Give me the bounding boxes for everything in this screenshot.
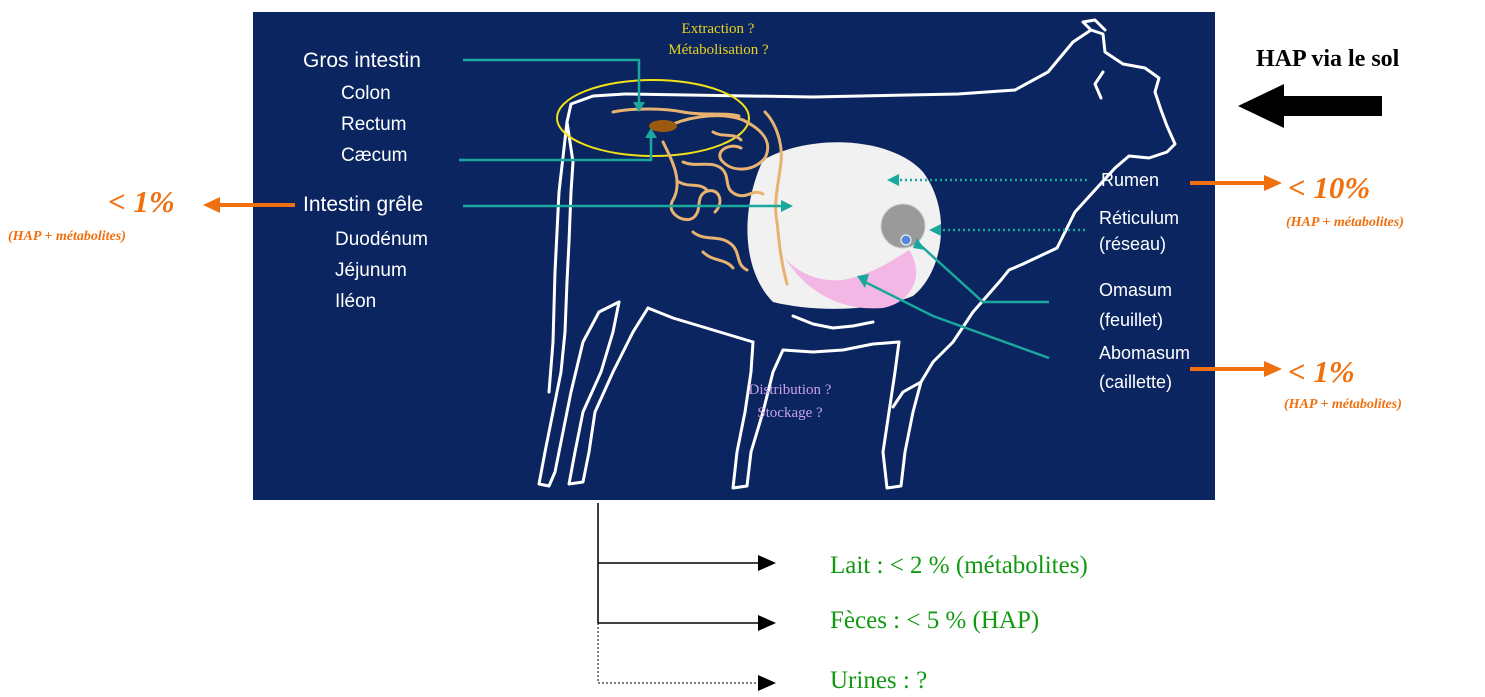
output-lait: Lait : < 2 % (métabolites): [830, 552, 1088, 580]
orange-arrows: [218, 183, 1268, 369]
source-label: HAP via le sol: [1256, 46, 1399, 73]
output-branches: [598, 503, 760, 623]
pct-intestin-note: (HAP + métabolites): [8, 229, 126, 245]
pct-abomasum-note: (HAP + métabolites): [1284, 397, 1402, 413]
pct-rumen-note: (HAP + métabolites): [1286, 215, 1404, 231]
output-urines: Urines : ?: [830, 667, 927, 695]
urines-branch: [598, 623, 760, 683]
pct-intestin-value: < 1%: [108, 184, 175, 220]
source-arrow: [1238, 84, 1382, 128]
output-feces: Fèces : < 5 % (HAP): [830, 607, 1039, 635]
pct-rumen-value: < 10%: [1288, 170, 1370, 206]
pct-abomasum-value: < 1%: [1288, 354, 1355, 390]
output-arrowheads: [758, 555, 776, 691]
orange-arrowheads: [203, 175, 1282, 377]
